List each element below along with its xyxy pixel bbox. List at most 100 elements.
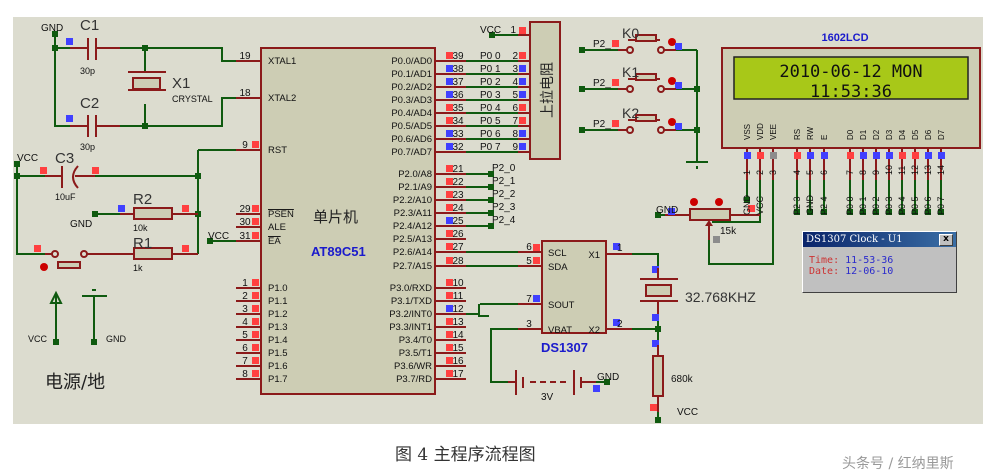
pin-name: P3.5/T1	[399, 348, 432, 359]
lcd-pin-number: 5	[805, 170, 815, 175]
pin-number: 9	[242, 140, 248, 151]
pin-number: 8	[242, 369, 248, 380]
pin-number: 6	[242, 343, 248, 354]
wire	[708, 180, 774, 265]
mcu-part-label: AT89C51	[311, 244, 366, 259]
pin-state-marker	[519, 91, 526, 98]
pin-state-marker	[519, 130, 526, 137]
components	[34, 21, 981, 412]
ds1307-clock-window[interactable]: DS1307 Clock - U1 x Time: 11-53-36 Date:…	[802, 231, 957, 293]
pin-state-marker	[668, 208, 675, 215]
junction-dot	[91, 339, 97, 345]
rtc-pin-name: SCL	[548, 248, 566, 259]
key-button-cap	[635, 73, 657, 81]
lcd-pin-name: D3	[885, 129, 894, 140]
key-button-cap	[635, 114, 657, 122]
vcc-label: VCC	[17, 153, 38, 164]
pin-number: 4	[242, 317, 248, 328]
pin-number: 25	[452, 216, 464, 227]
pin-number: 16	[452, 356, 464, 367]
wire	[120, 97, 240, 127]
junction-dot	[604, 379, 610, 385]
battery-value: 3V	[541, 392, 554, 403]
wire	[712, 180, 761, 223]
junction-dot	[488, 223, 494, 229]
pin-number: 18	[239, 88, 251, 99]
pullup-pin-number: 2	[512, 51, 518, 62]
lcd-pin-net: P0 6	[923, 196, 933, 215]
vcc-label: VCC	[28, 334, 48, 344]
close-icon[interactable]: x	[939, 234, 953, 246]
ea-vcc-label: VCC	[208, 231, 229, 242]
pin-name: P2.3/A11	[394, 208, 432, 219]
junction-dot	[807, 209, 813, 215]
rtc-part-label: DS1307	[541, 340, 588, 355]
pin-number: 19	[239, 51, 251, 62]
pin-state-marker	[446, 243, 453, 250]
pin-state-marker	[252, 344, 259, 351]
junction-dot	[925, 209, 931, 215]
lcd-pin-net: P0 3	[884, 196, 894, 215]
pin-state-marker	[519, 78, 526, 85]
r1-value: 1k	[133, 263, 143, 273]
pin-name: P0.4/AD4	[391, 108, 432, 119]
pin-number: 37	[452, 77, 464, 88]
clock-window-titlebar[interactable]: DS1307 Clock - U1 x	[803, 232, 956, 247]
pin-name: P3.1/TXD	[391, 296, 432, 307]
rtc-crystal-value: 32.768KHZ	[685, 289, 756, 305]
junction-dot	[195, 173, 201, 179]
pin-state-marker	[519, 104, 526, 111]
mcu-body	[260, 47, 436, 395]
pin-number: 30	[239, 217, 251, 228]
pin-number: 7	[242, 356, 248, 367]
pin-number: 31	[239, 231, 251, 242]
r2-label: R2	[133, 191, 152, 208]
p0-net-label: P0 3	[480, 90, 501, 101]
lcd-pin-number: 9	[871, 170, 881, 175]
clock-window-title: DS1307 Clock - U1	[806, 234, 903, 245]
pin-name: P3.2/INT0	[389, 309, 432, 320]
pin-state-marker	[446, 357, 453, 364]
junction-dot	[847, 209, 853, 215]
lcd-pin-net: P0 4	[897, 196, 907, 215]
p0-net-label: P0 4	[480, 103, 501, 114]
pin-state-marker	[252, 305, 259, 312]
pin-state-marker	[533, 244, 540, 251]
pin-number: 15	[452, 343, 464, 354]
pin-name: PSEN	[268, 209, 294, 220]
key-label: K0	[622, 25, 639, 41]
lcd-pin-net: P0 7	[936, 196, 946, 215]
pin-number: 39	[452, 51, 464, 62]
pin-state-marker	[675, 82, 682, 89]
pin-number: 11	[453, 291, 464, 302]
rtc-resistor-body	[652, 355, 664, 397]
pin-name: P0.3/AD3	[391, 95, 432, 106]
pin-state-marker	[612, 79, 619, 86]
pin-state-marker	[252, 370, 259, 377]
pin-name: P2.5/A13	[393, 234, 432, 245]
c2-label: C2	[80, 95, 99, 112]
pin-state-marker	[446, 217, 453, 224]
rtc-pin-number: 1	[617, 243, 623, 254]
pin-state-marker	[446, 331, 453, 338]
junction-dot	[488, 184, 494, 190]
pin-name: P1.0	[268, 283, 288, 294]
pin-number: 32	[452, 142, 464, 153]
key-net-label: P2_	[593, 78, 611, 89]
figure-caption: 图 4 主程序流程图	[395, 445, 536, 465]
lcd-pin-name: E	[820, 135, 829, 140]
lcd-pin-net: P0 0	[845, 196, 855, 215]
pin-state-marker	[252, 318, 259, 325]
reset-button-actuator	[40, 263, 48, 271]
pullup-pin-number: 7	[512, 116, 518, 127]
pin-name: ALE	[268, 222, 286, 233]
pin-number: 22	[452, 177, 464, 188]
pin-state-marker	[612, 40, 619, 47]
pin-number: 12	[452, 304, 464, 315]
pin-state-marker	[252, 279, 259, 286]
pin-state-marker	[446, 230, 453, 237]
key-actuator	[668, 77, 676, 85]
pin-number: 14	[452, 330, 464, 341]
pin-state-marker	[757, 152, 764, 159]
junction-dot	[488, 210, 494, 216]
